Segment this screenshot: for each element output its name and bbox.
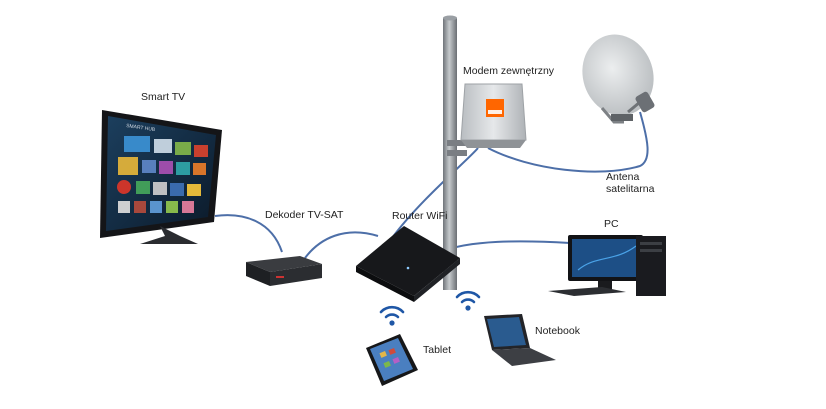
satellite-dish	[582, 34, 655, 124]
notebook	[484, 314, 556, 366]
label-modem: Modem zewnętrzny	[463, 65, 555, 77]
tv-sat-decoder	[246, 256, 322, 286]
orange-logo	[486, 99, 504, 117]
label-notebook: Notebook	[535, 325, 580, 337]
tv-screen-logo: SMART HUB	[126, 123, 156, 133]
wifi-router	[356, 226, 460, 302]
wifi-signal-icon	[455, 290, 481, 311]
outdoor-modem	[460, 83, 527, 148]
label-tablet: Tablet	[423, 344, 452, 356]
label-smart-tv: Smart TV	[141, 91, 186, 103]
tablet	[366, 334, 418, 386]
wifi-signal-icon	[379, 305, 405, 326]
cable-router-modem	[391, 147, 479, 239]
pc	[548, 235, 666, 296]
cable-modem-antenna	[487, 111, 649, 173]
label-antena-line1: Antena	[606, 171, 640, 183]
cable-tv-decoder	[214, 214, 283, 253]
label-router: Router WiFi	[392, 210, 448, 222]
label-pc: PC	[604, 218, 619, 230]
smart-tv: SMART HUB	[100, 110, 222, 244]
cable-decoder-router	[304, 231, 379, 259]
label-antena-line2: satelitarna	[606, 183, 655, 195]
tv-app-tiles	[117, 136, 208, 213]
label-dekoder: Dekoder TV-SAT	[265, 209, 344, 221]
cable-router-pc	[439, 240, 571, 253]
mast	[443, 15, 467, 290]
